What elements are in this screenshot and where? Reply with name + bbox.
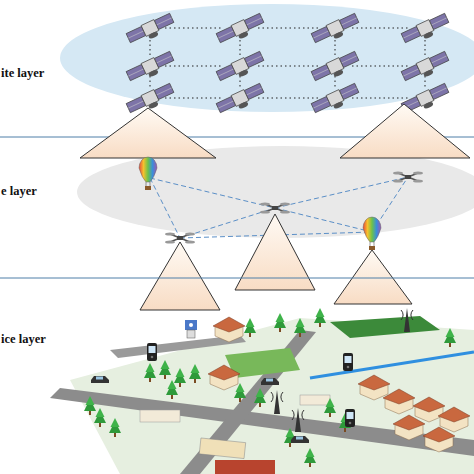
- inter-satellite-links: [150, 28, 425, 98]
- layer-label: ite layer: [1, 66, 44, 81]
- house: [393, 415, 425, 440]
- tree: [294, 318, 306, 337]
- road: [180, 330, 316, 474]
- river: [310, 352, 474, 378]
- tree: [84, 396, 96, 415]
- car: [291, 436, 309, 443]
- robot: [185, 320, 197, 338]
- balloon: [139, 157, 157, 190]
- trees: [84, 308, 456, 467]
- tree: [304, 448, 316, 467]
- satellites: [126, 12, 451, 117]
- tree: [244, 318, 256, 337]
- tree: [144, 363, 156, 382]
- coverage-cone: [80, 108, 216, 158]
- mobile-device: [343, 353, 353, 371]
- satellite: [401, 12, 451, 47]
- cell-tower: [271, 390, 283, 414]
- satellite: [401, 50, 451, 85]
- tree: [159, 360, 171, 379]
- satellite: [216, 50, 266, 85]
- drone: [393, 171, 423, 182]
- coverage-cone: [140, 242, 220, 310]
- layer-divider: [0, 278, 474, 279]
- tree: [174, 368, 186, 387]
- house: [423, 427, 455, 452]
- car: [91, 376, 109, 383]
- tree: [314, 308, 326, 327]
- mobile-device: [345, 409, 355, 427]
- house: [358, 375, 390, 400]
- houses: [208, 317, 470, 452]
- tree: [234, 383, 246, 402]
- tree: [254, 388, 266, 407]
- coverage-cone: [235, 214, 315, 290]
- tree: [324, 398, 336, 417]
- satellite: [216, 12, 266, 47]
- mobile-device: [147, 343, 157, 361]
- road: [50, 388, 474, 456]
- drone: [260, 202, 290, 213]
- tree: [189, 364, 201, 383]
- tree: [444, 328, 456, 347]
- satellite: [126, 50, 176, 85]
- layer-band: ite layer: [0, 0, 474, 137]
- field: [330, 316, 440, 338]
- satellite: [126, 12, 176, 47]
- building: [300, 395, 330, 405]
- tree: [166, 380, 178, 399]
- cell-tower: [292, 408, 304, 432]
- satellite: [216, 82, 266, 117]
- coverage-cone: [340, 104, 470, 158]
- coverage-cone: [334, 250, 412, 304]
- ground: [70, 318, 474, 474]
- building: [215, 460, 275, 474]
- tree: [274, 313, 286, 332]
- satellite: [311, 50, 361, 85]
- layer-label: e layer: [1, 184, 37, 199]
- building: [199, 438, 245, 459]
- layer-label: ice layer: [1, 332, 46, 347]
- house: [208, 365, 240, 390]
- tree: [109, 418, 121, 437]
- house: [438, 407, 470, 432]
- layer-band: ice layer: [0, 279, 474, 474]
- layer-band: e layer: [0, 138, 474, 278]
- satellite: [311, 12, 361, 47]
- building: [140, 410, 180, 422]
- cell-tower: [401, 308, 413, 332]
- layer-ellipse: [60, 4, 474, 112]
- house: [213, 317, 245, 342]
- satellite: [311, 82, 361, 117]
- car: [261, 378, 279, 385]
- drone: [165, 232, 195, 243]
- balloon: [363, 217, 381, 250]
